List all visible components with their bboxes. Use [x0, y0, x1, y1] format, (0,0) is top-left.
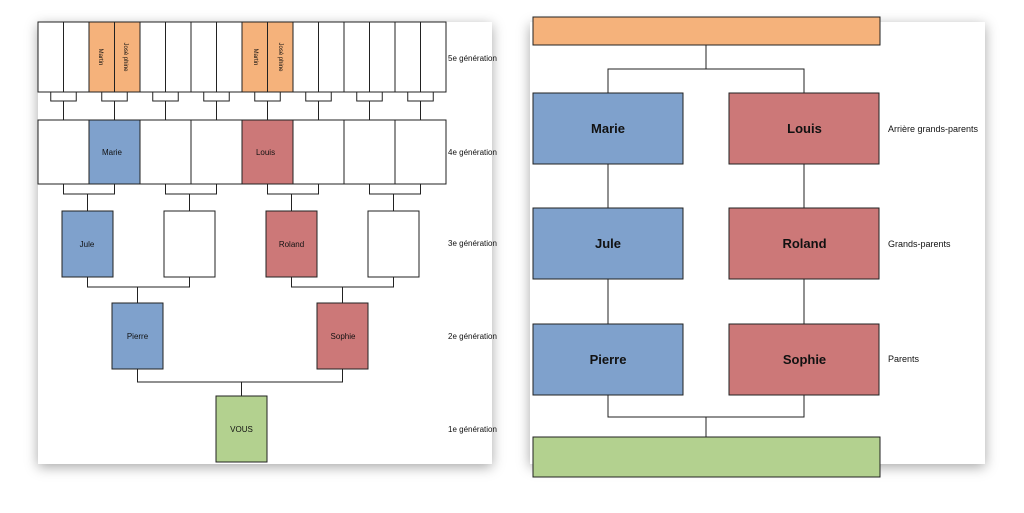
- gen5-box: [190, 21, 217, 93]
- pedigree-chart-lines: [37, 21, 447, 463]
- gen5-box: [37, 21, 64, 93]
- family-detail-lines: [532, 16, 881, 478]
- gen5-box: [394, 21, 421, 93]
- person-marie: Marie: [591, 121, 625, 136]
- gen5-box: [292, 21, 319, 93]
- gen2-connector: [137, 369, 343, 396]
- gen5-connector: [152, 92, 179, 120]
- person-louis: Louis: [787, 121, 822, 136]
- gen4-name-louis: Louis: [255, 147, 276, 157]
- gen5-connector: [203, 92, 230, 120]
- gen2-box: [111, 302, 164, 370]
- person-pierre: Pierre: [589, 352, 627, 367]
- gen4-name-marie: Marie: [101, 147, 122, 157]
- gen1-name-vous: VOUS: [230, 424, 253, 434]
- gen4-box: [292, 119, 345, 185]
- gen2-name-sophie: Sophie: [330, 331, 356, 341]
- label-parents: Parents: [888, 354, 920, 364]
- person-box-right: [728, 207, 880, 280]
- gen3-box: [61, 210, 114, 278]
- gen5-box: [165, 21, 192, 93]
- gen3-name-roland: Roland: [278, 239, 305, 249]
- gen4-connector: [165, 184, 217, 211]
- gen5-box: [63, 21, 90, 93]
- gen5-name-martin-2: Martin: [252, 48, 258, 66]
- gen5-box: [139, 21, 166, 93]
- gen3-connector: [87, 277, 190, 303]
- person-box-left: [532, 323, 684, 396]
- gen4-box: [190, 119, 243, 185]
- gen4-connector: [369, 184, 421, 211]
- family-detail-panel: Marie Louis Jule Roland Pierre Sophie Ar…: [530, 16, 985, 478]
- gen4-box: [343, 119, 396, 185]
- top-ancestor-bar: [532, 16, 881, 46]
- gen5-name-josephine-1: Josè phine: [122, 42, 128, 72]
- person-box-right: [728, 92, 880, 165]
- gen5-box: [216, 21, 243, 93]
- gen4-connector: [63, 184, 115, 211]
- bottom-descendant-bar: [532, 436, 881, 478]
- gen3-box: [367, 210, 420, 278]
- gen5-box: [369, 21, 396, 93]
- gen5-connector: [50, 92, 77, 120]
- gen1-box: [215, 395, 268, 463]
- person-roland: Roland: [782, 236, 827, 251]
- gen5-box: [318, 21, 345, 93]
- gen4-box: [88, 119, 141, 185]
- person-sophie: Sophie: [782, 352, 827, 367]
- gen5-box: [267, 21, 294, 93]
- gen2-label: 2e génération: [448, 332, 497, 341]
- person-jule: Jule: [594, 236, 621, 251]
- gen5-connector: [101, 92, 128, 120]
- gen3-box: [163, 210, 216, 278]
- gen1-label: 1e génération: [448, 425, 497, 434]
- gen4-box: [139, 119, 192, 185]
- pedigree-chart-panel: Martin Josè phine Martin Josè phine Mari…: [37, 21, 497, 464]
- gen4-box: [241, 119, 294, 185]
- gen5-box: [343, 21, 370, 93]
- gen5-name-josephine-2: Josè phine: [277, 42, 283, 72]
- gen5-box: [420, 21, 447, 93]
- person-box-left: [532, 207, 684, 280]
- gen5-connector: [356, 92, 383, 120]
- gen5-connector: [305, 92, 332, 120]
- gen3-connector: [291, 277, 394, 303]
- person-box-left: [532, 92, 684, 165]
- gen5-connector: [254, 92, 281, 120]
- gen5-name-martin-1: Martin: [97, 48, 103, 66]
- gen2-box: [316, 302, 369, 370]
- bottom-connector: [607, 395, 805, 437]
- top-connector: [607, 45, 805, 93]
- person-box-right: [728, 323, 880, 396]
- gen4-box: [37, 119, 90, 185]
- gen3-name-jule: Jule: [79, 239, 95, 249]
- gen5-label: 5e génération: [448, 54, 497, 63]
- gen4-box: [394, 119, 447, 185]
- label-arriere-grands-parents: Arrière grands-parents: [888, 124, 979, 134]
- label-grands-parents: Grands-parents: [888, 239, 951, 249]
- gen2-name-pierre: Pierre: [126, 331, 149, 341]
- gen5-connector: [407, 92, 434, 120]
- gen4-label: 4e génération: [448, 148, 497, 157]
- gen4-connector: [267, 184, 319, 211]
- gen3-label: 3e génération: [448, 239, 497, 248]
